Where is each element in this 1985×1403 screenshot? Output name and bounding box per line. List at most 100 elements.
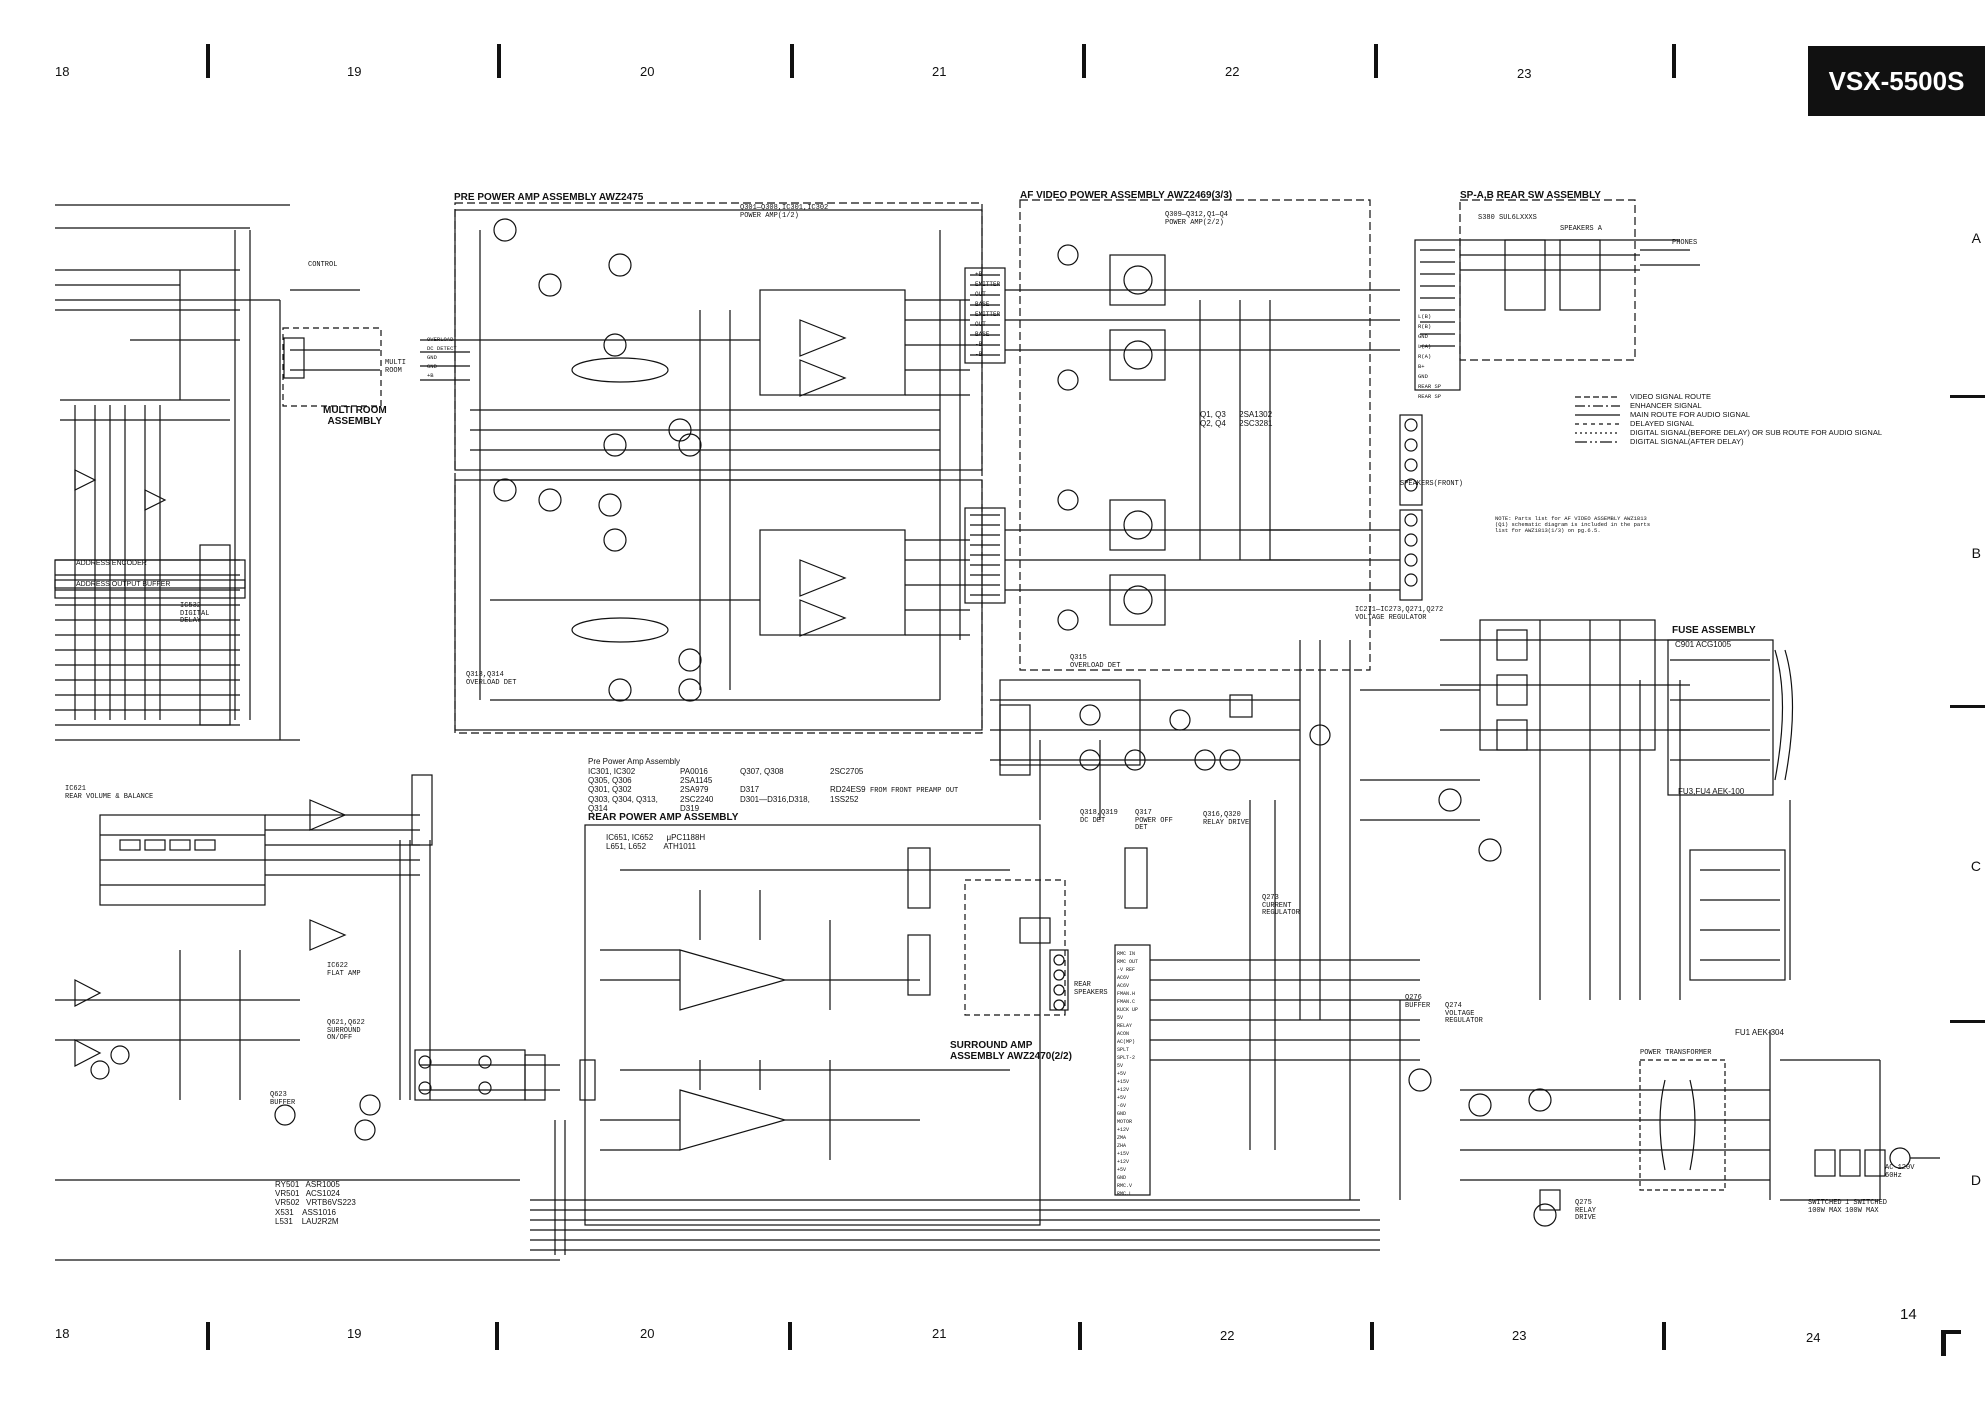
pre-power-parts-col4: 2SC2705 RD24ES9 1SS252 <box>830 767 866 804</box>
section-label: POWER TRANSFORMER <box>1640 1049 1712 1057</box>
assembly-title-fuse: FUSE ASSEMBLY <box>1672 625 1756 636</box>
column-divider <box>1374 44 1378 78</box>
connector-cn11-pins: RMC IN RMC OUT -V REF AC6V AC6V FMAN.H F… <box>1117 950 1138 1198</box>
pin-label: B+ <box>1418 363 1425 370</box>
column-divider <box>206 44 210 78</box>
pre-power-parts-col3: Q307, Q308 D317 D301—D316,D318, <box>740 767 810 804</box>
pin-label: +5V <box>1117 1071 1127 1077</box>
rear-power-parts: IC651, IC652 μPC1188H L651, L652 ATH1011 <box>606 833 706 852</box>
column-number: 18 <box>55 64 70 79</box>
pin-label: RMC IN <box>1117 951 1136 957</box>
page-number: 14 <box>1900 1306 1917 1323</box>
pin-label: R(B) <box>1418 323 1432 330</box>
legend-item: ENHANCER SIGNAL <box>1630 401 1702 410</box>
pin-label: KUCK UP <box>1117 1007 1139 1013</box>
section-label: IC622 FLAT AMP <box>327 962 361 978</box>
row-letter: B <box>1971 545 1981 561</box>
pin-label: ZMA <box>1117 1135 1127 1141</box>
pin-label: REAR SP <box>1418 383 1442 390</box>
pin-label: MOTOR <box>1117 1119 1133 1125</box>
column-divider <box>1370 1322 1374 1350</box>
pin-label: OVERLOAD <box>427 336 454 343</box>
section-label: SPEAKERS(FRONT) <box>1400 480 1464 488</box>
pin-label: EMITTER <box>975 311 1001 318</box>
pin-label: R(A) <box>1418 353 1432 360</box>
fuse-c901: C901 ACG1005 <box>1675 640 1732 649</box>
pin-label: BASE <box>975 331 990 338</box>
section-label: Q313,Q314 OVERLOAD DET <box>466 671 517 687</box>
section-label: Q276 BUFFER <box>1405 994 1431 1010</box>
section-label: ADDRESS OUTPUT BUFFER <box>76 581 171 588</box>
section-label: Q316,Q320 RELAY DRIVE <box>1203 811 1250 827</box>
section-label: IC532 DIGITAL DELAY <box>180 602 210 626</box>
legend-item: VIDEO SIGNAL ROUTE <box>1630 392 1711 401</box>
section-label: Q315 OVERLOAD DET <box>1070 654 1121 670</box>
column-divider <box>495 1322 499 1350</box>
column-number: 18 <box>55 1326 70 1341</box>
section-label: FROM FRONT PREAMP OUT <box>870 787 959 795</box>
fuse-fu1: FU1 AEK-304 <box>1735 1028 1784 1037</box>
column-number: 20 <box>640 1326 655 1341</box>
column-divider <box>1662 1322 1666 1350</box>
pin-label: +15V <box>1117 1151 1130 1157</box>
section-label: REAR SPEAKERS <box>1074 981 1108 997</box>
section-label: MULTI ROOM <box>385 359 407 375</box>
pin-label: RMC.V <box>1117 1183 1133 1189</box>
column-divider <box>790 44 794 78</box>
assembly-title-af-video: AF VIDEO POWER ASSEMBLY AWZ2469(3/3) <box>1020 190 1233 201</box>
pin-label: AC6V <box>1117 975 1130 981</box>
pin-label: ZHA <box>1117 1143 1127 1149</box>
pin-label: SPLT <box>1117 1047 1130 1053</box>
pin-label: +5V <box>1117 1095 1127 1101</box>
pin-label: +B <box>975 271 983 278</box>
pin-label: L(A) <box>1418 343 1432 350</box>
section-label: IC621 REAR VOLUME & BALANCE <box>65 785 154 801</box>
pin-label: ACON <box>1117 1031 1130 1037</box>
column-number: 22 <box>1220 1328 1235 1343</box>
section-label: CONTROL <box>308 261 338 269</box>
column-divider <box>1078 1322 1082 1350</box>
pin-label: +5V <box>1117 1167 1127 1173</box>
legend-item: DIGITAL SIGNAL(BEFORE DELAY) OR SUB ROUT… <box>1630 428 1882 437</box>
legend-item: MAIN ROUTE FOR AUDIO SIGNAL <box>1630 410 1751 419</box>
pin-label: -V REF <box>1117 967 1136 973</box>
section-label: S380 SUL6LXXXS <box>1478 214 1537 222</box>
model-title: VSX-5500S <box>1808 46 1985 116</box>
section-label: Q275 RELAY DRIVE <box>1575 1199 1597 1223</box>
pin-label: RELAY <box>1117 1023 1133 1029</box>
column-number: 20 <box>640 64 655 79</box>
section-label: AC 120V 60Hz <box>1885 1164 1915 1180</box>
pin-label: GND <box>1418 333 1428 340</box>
column-number: 19 <box>347 1326 362 1341</box>
section-label: ADDRESS ENCODER <box>76 560 147 567</box>
column-number: 21 <box>932 1326 947 1341</box>
pin-label: -6V <box>1117 1103 1127 1109</box>
section-label: IC271—IC273,Q271,Q272 VOLTAGE REGULATOR <box>1355 606 1444 622</box>
signal-legend: VIDEO SIGNAL ROUTE ENHANCER SIGNAL MAIN … <box>1630 392 1882 446</box>
assembly-title-sp-rear-sw: SP-A,B REAR SW ASSEMBLY <box>1460 190 1601 201</box>
assembly-title-multi-room: MULTI ROOM ASSEMBLY <box>323 405 387 427</box>
pin-label: +12V <box>1117 1087 1130 1093</box>
column-number: 22 <box>1225 64 1240 79</box>
column-number: 23 <box>1512 1328 1527 1343</box>
column-divider <box>206 1322 210 1350</box>
parts-note: NOTE: Parts list for AF VIDEO ASSEMBLY A… <box>1495 515 1651 535</box>
row-letter: D <box>1970 1172 1981 1188</box>
column-number: 23 <box>1517 66 1532 81</box>
pin-label: +12V <box>1117 1159 1130 1165</box>
assembly-title-pre-power: PRE POWER AMP ASSEMBLY AWZ2475 <box>454 192 644 203</box>
pin-label: DC DETECT <box>427 345 457 352</box>
row-letter: A <box>1971 230 1981 246</box>
pin-label: GND <box>1117 1111 1127 1117</box>
transistor-list: Q1, Q3 2SA1302 Q2, Q4 2SC3281 <box>1200 410 1273 429</box>
column-divider <box>788 1322 792 1350</box>
pin-label: +12V <box>1117 1127 1130 1133</box>
row-letter: C <box>1970 858 1981 874</box>
pin-label: 5V <box>1117 1015 1124 1021</box>
pre-power-parts-col1: IC301, IC302 Q305, Q306 Q301, Q302 Q303,… <box>588 767 658 813</box>
column-divider <box>1672 44 1676 78</box>
section-label: SWITCHED 100W MAX <box>1808 1199 1842 1215</box>
pin-label: SPLT-2 <box>1117 1055 1136 1061</box>
section-label: SPEAKERS A <box>1560 225 1603 233</box>
